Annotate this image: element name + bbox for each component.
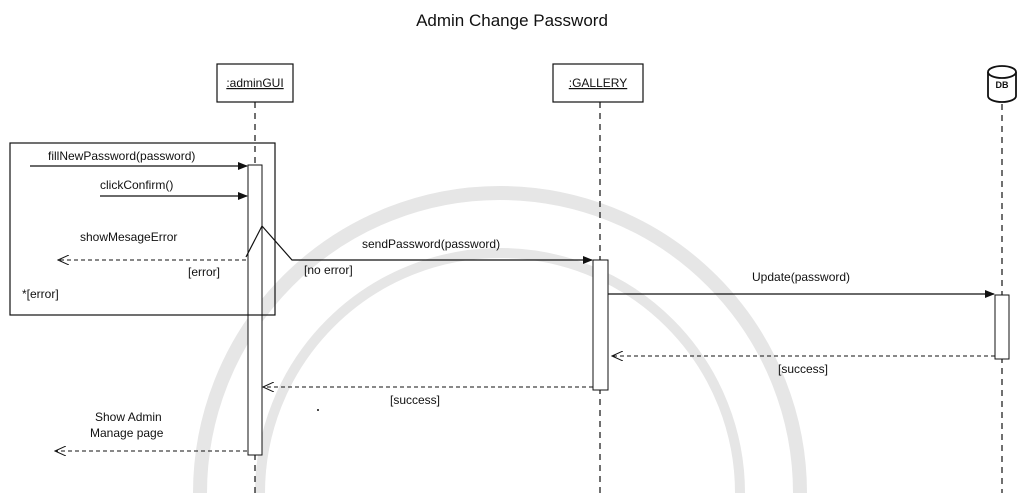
- branch-no-error-line: [261, 225, 593, 264]
- diagram-title: Admin Change Password: [416, 11, 608, 30]
- send-password-label: sendPassword(password): [362, 237, 500, 251]
- success-gallery-label: [success]: [390, 393, 440, 407]
- lifeline-db: DB: [987, 65, 1017, 493]
- database-icon: [987, 65, 1017, 103]
- click-confirm-label: clickConfirm(): [100, 178, 173, 192]
- gallery-activation: [592, 259, 609, 391]
- error-guard: [error]: [188, 265, 220, 279]
- show-admin-label-line1: Show Admin: [95, 410, 162, 424]
- show-admin-label-line2: Manage page: [90, 426, 164, 440]
- message-fill-new-password: fillNewPassword(password): [30, 149, 248, 170]
- update-label: Update(password): [752, 270, 850, 284]
- no-error-guard: [no error]: [304, 263, 353, 277]
- admin-gui-label: :adminGUI: [226, 76, 283, 90]
- watermark: [193, 186, 807, 493]
- message-show-error: showMesageError [error]: [58, 230, 246, 279]
- show-error-label: showMesageError: [80, 230, 177, 244]
- lifeline-admin-gui: :adminGUI: [216, 63, 294, 493]
- db-label: DB: [996, 80, 1009, 90]
- gallery-object-box: [552, 63, 644, 103]
- success-db-label: [success]: [778, 362, 828, 376]
- loop-frame: [9, 142, 276, 316]
- branch-error-line: [245, 225, 263, 258]
- return-show-admin-page: Show Admin Manage page: [55, 410, 247, 451]
- fill-new-password-label: fillNewPassword(password): [48, 149, 195, 163]
- gallery-label: :GALLERY: [569, 76, 627, 90]
- return-success-gallery: [success]: [263, 387, 593, 407]
- message-update: Update(password): [608, 270, 995, 298]
- return-success-db: [success]: [612, 356, 995, 376]
- admin-gui-object-box: [216, 63, 294, 103]
- stray-dot: [317, 409, 319, 411]
- message-click-confirm: clickConfirm(): [100, 178, 248, 200]
- admin-gui-activation: [247, 164, 263, 456]
- db-activation: [994, 294, 1010, 360]
- loop-guard: *[error]: [22, 287, 59, 301]
- lifeline-gallery: :GALLERY: [552, 63, 644, 493]
